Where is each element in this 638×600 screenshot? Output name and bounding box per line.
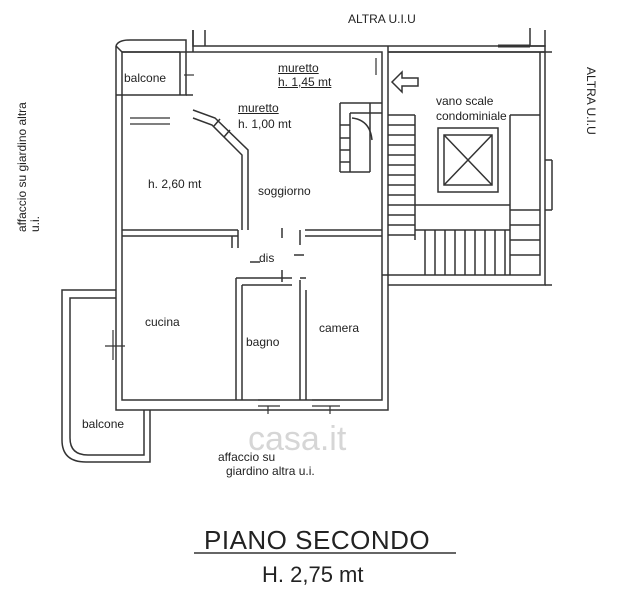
interior-walls	[122, 228, 382, 400]
label-vano-scale: vano scale	[436, 94, 494, 108]
label-affaccio-bottom-1: affaccio su	[218, 450, 276, 464]
label-muretto-2: muretto	[238, 101, 279, 115]
label-affaccio-bottom-2: giardino altra u.i.	[226, 464, 315, 478]
label-altra-top: ALTRA U.I.U	[348, 12, 416, 26]
label-room-dis: dis	[259, 251, 275, 265]
entrance-arrow	[390, 70, 419, 94]
label-balcone-top: balcone	[124, 71, 167, 85]
label-muretto-1: muretto	[278, 61, 319, 75]
stair-block	[382, 51, 553, 286]
balcony-top-left	[115, 39, 193, 96]
plan-height: H. 2,75 mt	[262, 562, 364, 587]
label-room-cucina: cucina	[145, 315, 180, 329]
watermark: casa.it	[248, 420, 347, 458]
windows	[105, 58, 377, 414]
label-room-camera: camera	[319, 321, 360, 335]
label-room-bagno: bagno	[246, 335, 280, 349]
label-room-soggiorno: soggiorno	[258, 184, 311, 198]
plan-title: PIANO SECONDO	[204, 525, 431, 555]
label-muretto-2-height: h. 1,00 mt	[238, 117, 292, 131]
label-balcone-bottom: balcone	[82, 417, 125, 431]
label-vano-scale-condominiale: condominiale	[436, 109, 507, 123]
balcony-bottom-left	[61, 289, 151, 463]
entrance-steps	[339, 102, 382, 173]
label-muretto-1-height: h. 1,45 mt	[278, 75, 332, 89]
label-height-soggiorno: h. 2,60 mt	[148, 177, 202, 191]
muretto-wall	[192, 109, 249, 230]
